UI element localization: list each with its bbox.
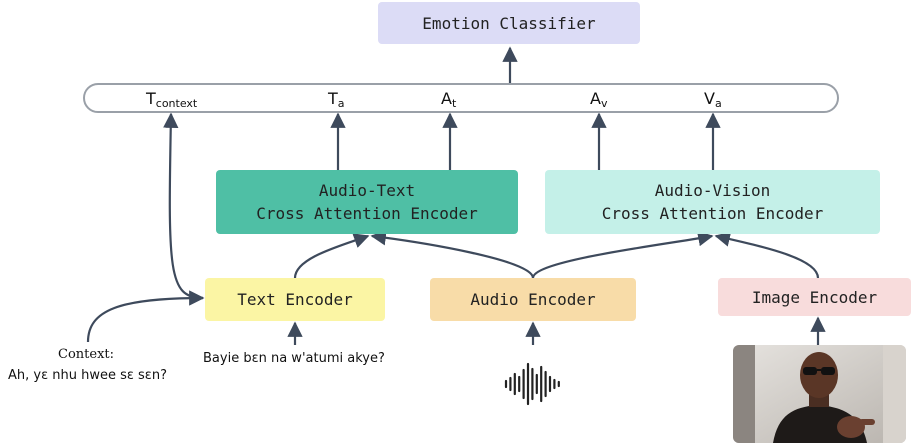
fusion-bar [83,83,839,113]
utterance-text: Bayie bɛn na w'atumi akye? [203,351,385,366]
person-photo-icon [733,345,906,443]
arrow-text-encoder-to-tcontext [163,112,204,300]
waveform-icon [504,362,560,406]
image-encoder-box: Image Encoder [718,278,911,316]
token-t-context: Tcontext [146,89,198,110]
token-a-v: Av [590,89,608,110]
arrow-image-to-audio-vision [714,231,820,279]
arrow-audio-to-audio-text [370,230,535,279]
context-title: Context: [58,347,114,362]
token-a-t: At [441,89,457,110]
audio-encoder-box: Audio Encoder [430,278,636,321]
token-t-a: Ta [328,89,345,110]
token-v-a: Va [704,89,722,110]
audio-text-encoder-box: Audio-Text Cross Attention Encoder [216,170,518,234]
context-text: Ah, yɛ nhu hwee sɛ sɛn? [8,368,167,383]
audio-vision-encoder-box: Audio-Vision Cross Attention Encoder [545,170,880,234]
arrow-text-to-audio-text [293,233,370,279]
text-encoder-box: Text Encoder [205,278,385,321]
arrow-audio-to-audio-vision [531,231,714,279]
emotion-classifier-box: Emotion Classifier [378,2,640,44]
arrow-context-to-text-encoder [86,290,205,343]
